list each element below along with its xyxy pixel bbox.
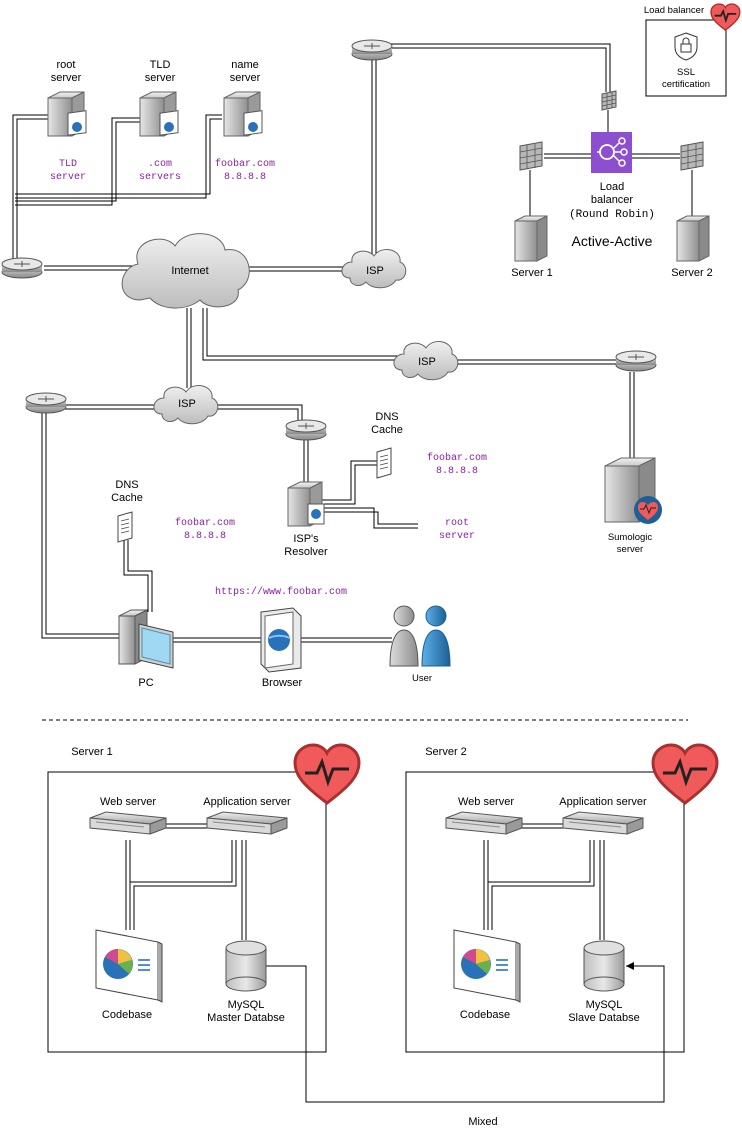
isp-cloud-icon (393, 340, 459, 381)
application-server-label: Application server (203, 796, 291, 808)
heart-monitor-icon (710, 3, 741, 31)
tld-server-annotation: TLD server (49, 159, 86, 183)
router-icon (351, 39, 393, 61)
tld-server-label: TLD server (144, 59, 176, 84)
com-servers-annotation: .com servers (138, 159, 181, 183)
router-icon (1, 257, 43, 279)
name-server-icon (223, 91, 263, 137)
firewall-icon (680, 141, 704, 171)
heart-monitor-icon (651, 743, 719, 805)
isp-resolver-label: ISP's Resolver (284, 533, 328, 558)
codebase-label: Codebase (101, 1009, 153, 1021)
isp-label: ISP (178, 398, 196, 410)
web-server-label: Web server (99, 796, 157, 808)
firewall-icon (519, 141, 543, 171)
mixed-label: Mixed (468, 1116, 498, 1128)
pc-icon (118, 609, 174, 669)
user-label: User (411, 673, 433, 684)
network-links (12, 43, 693, 643)
heart-monitor-icon (293, 743, 361, 805)
dns-cache-label: DNS Cache (111, 479, 143, 504)
round-robin-label: (Round Robin) (569, 209, 655, 221)
isp-resolver-icon (287, 481, 325, 527)
server1-links (125, 823, 665, 1103)
dns-cache-label: DNS Cache (371, 411, 403, 436)
root-server-label: root server (50, 59, 82, 84)
sumologic-server-icon (604, 457, 662, 524)
url-annotation: https://www.foobar.com (214, 587, 348, 598)
active-active-label: Active-Active (571, 233, 653, 249)
application-server-label: Application server (559, 796, 647, 808)
browser-icon (260, 607, 302, 673)
server2-label: Server 2 (671, 267, 713, 279)
load-balancer-label: Load balancer (590, 181, 634, 206)
ssl-certification-box (645, 19, 727, 97)
internet-cloud-icon (121, 233, 250, 309)
root-server-icon (47, 91, 87, 137)
pc-label: PC (138, 677, 154, 689)
sumologic-server-label: Sumologic server (607, 532, 653, 555)
router-icon (285, 419, 327, 441)
mysql-slave-label: MySQL Slave Databse (568, 999, 640, 1024)
router-icon (25, 392, 67, 414)
server2-links (483, 823, 605, 940)
server2-icon (676, 215, 710, 262)
browser-label: Browser (261, 677, 303, 689)
codebase-label: Codebase (459, 1009, 511, 1021)
mysql-master-label: MySQL Master Databse (207, 999, 285, 1024)
application-server-rack-icon (206, 811, 288, 835)
codebase-chart-icon (95, 929, 163, 1003)
internet-label: Internet (171, 265, 209, 277)
server2-title: Server 2 (425, 746, 467, 758)
foobar-annotation: foobar.com 8.8.8.8 (174, 518, 235, 542)
web-server-rack-icon (445, 811, 523, 835)
server1-title: Server 1 (71, 746, 113, 758)
mysql-slave-database-icon (583, 940, 625, 992)
dns-cache-document-icon (117, 511, 133, 543)
load-balancer-icon (591, 132, 632, 173)
web-server-rack-icon (89, 811, 167, 835)
isp-cloud-icon (341, 248, 407, 289)
foobar-annotation: foobar.com 8.8.8.8 (214, 159, 275, 183)
isp-label: ISP (366, 265, 384, 277)
server1-icon (514, 215, 548, 262)
codebase-chart-icon (453, 929, 521, 1003)
isp-cloud-icon (153, 384, 219, 425)
load-balancer-title: Load balancer (643, 5, 705, 16)
tld-server-icon (139, 91, 179, 137)
web-server-label: Web server (457, 796, 515, 808)
dns-cache-document-icon (376, 447, 392, 479)
user-icon (389, 605, 451, 667)
mysql-master-database-icon (225, 940, 267, 992)
router-icon (615, 350, 657, 372)
root-server-annotation: root server (438, 518, 475, 542)
name-server-label: name server (229, 59, 261, 84)
ssl-certification-label: SSL certification (661, 67, 711, 90)
application-server-rack-icon (562, 811, 644, 835)
foobar-annotation: foobar.com 8.8.8.8 (426, 453, 487, 477)
server1-label: Server 1 (511, 267, 553, 279)
isp-label: ISP (418, 356, 436, 368)
firewall-icon (601, 90, 617, 111)
